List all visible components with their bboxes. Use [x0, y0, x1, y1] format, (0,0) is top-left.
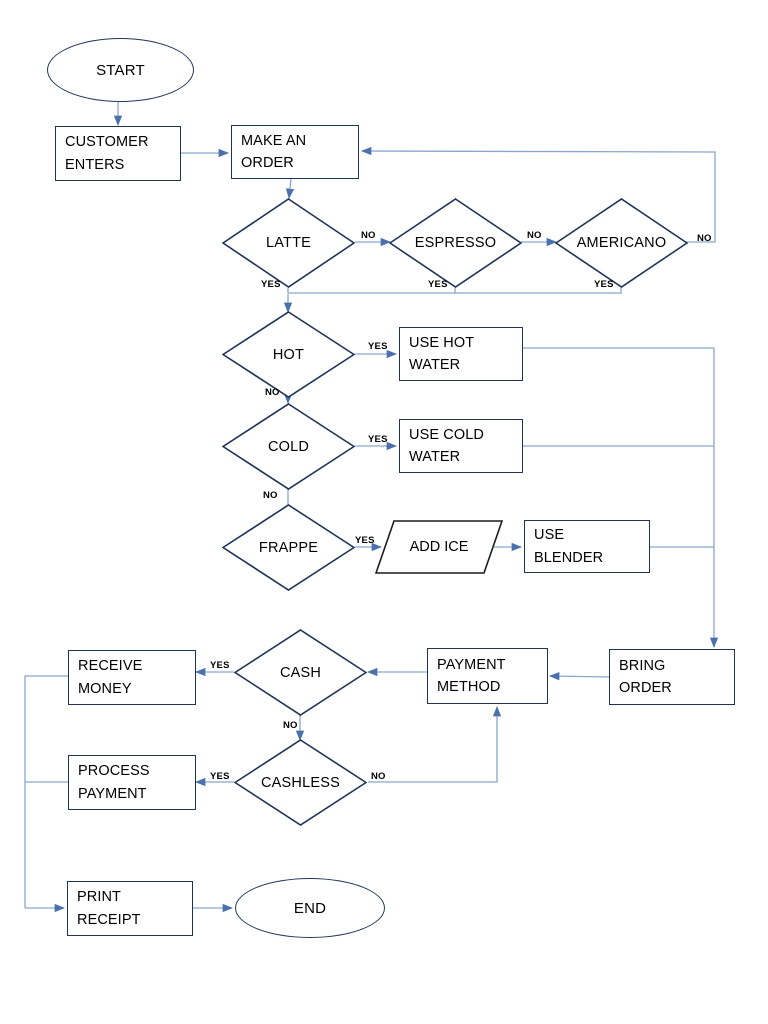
- node-latte[interactable]: LATTE: [222, 198, 355, 288]
- node-end-label: END: [293, 899, 327, 917]
- node-process-payment[interactable]: PROCESS PAYMENT: [68, 755, 196, 810]
- node-use-hot-water-label: USE HOT WATER: [409, 334, 475, 373]
- node-use-cold-water-label: USE COLD WATER: [409, 426, 484, 465]
- node-customer-enters[interactable]: CUSTOMER ENTERS: [55, 126, 181, 181]
- edge-label-americano-no: NO: [697, 233, 712, 244]
- node-start-label: START: [96, 61, 145, 79]
- edge-label-hot-no: NO: [265, 387, 280, 398]
- node-cold-label: COLD: [267, 438, 310, 455]
- node-cash[interactable]: CASH: [234, 629, 367, 716]
- node-frappe-label: FRAPPE: [258, 539, 319, 556]
- edge-label-cash-yes: YES: [210, 660, 230, 671]
- node-make-an-order-label: MAKE AN ORDER: [241, 132, 307, 171]
- node-payment-method-label: PAYMENT METHOD: [437, 656, 506, 695]
- edge-label-latte-yes: YES: [261, 279, 281, 290]
- edge-label-cold-yes: YES: [368, 434, 388, 445]
- node-hot-label: HOT: [272, 346, 305, 363]
- edge-label-cashless-yes: YES: [210, 771, 230, 782]
- node-cold[interactable]: COLD: [222, 403, 355, 490]
- edge-label-americano-yes: YES: [594, 279, 614, 290]
- node-bring-order[interactable]: BRING ORDER: [609, 649, 735, 705]
- edge-label-latte-no: NO: [361, 230, 376, 241]
- node-bring-order-label: BRING ORDER: [619, 657, 672, 696]
- node-cashless[interactable]: CASHLESS: [234, 739, 367, 826]
- node-americano[interactable]: AMERICANO: [555, 198, 688, 288]
- node-use-cold-water[interactable]: USE COLD WATER: [399, 419, 523, 473]
- parallelogram-shape: [375, 520, 503, 574]
- node-print-receipt-label: PRINT RECEIPT: [77, 889, 141, 928]
- node-customer-enters-label: CUSTOMER ENTERS: [65, 134, 149, 173]
- node-add-ice[interactable]: ADD ICE: [375, 520, 503, 574]
- node-espresso[interactable]: ESPRESSO: [389, 198, 522, 288]
- diamond-shape: [555, 198, 688, 288]
- node-receive-money-label: RECEIVE MONEY: [78, 658, 143, 697]
- node-espresso-label: ESPRESSO: [414, 235, 497, 251]
- node-add-ice-label: ADD ICE: [409, 539, 469, 555]
- diamond-shape: [222, 504, 355, 591]
- edge-label-espresso-yes: YES: [428, 279, 448, 290]
- diamond-shape: [234, 739, 367, 826]
- node-use-hot-water[interactable]: USE HOT WATER: [399, 327, 523, 381]
- node-print-receipt[interactable]: PRINT RECEIPT: [67, 881, 193, 936]
- node-latte-label: LATTE: [265, 235, 312, 251]
- node-hot[interactable]: HOT: [222, 311, 355, 398]
- node-frappe[interactable]: FRAPPE: [222, 504, 355, 591]
- node-process-payment-label: PROCESS PAYMENT: [78, 763, 150, 802]
- diamond-shape: [222, 198, 355, 288]
- diamond-shape: [389, 198, 522, 288]
- edge-label-espresso-no: NO: [527, 230, 542, 241]
- node-make-an-order[interactable]: MAKE AN ORDER: [231, 125, 359, 179]
- node-cashless-label: CASHLESS: [261, 774, 340, 791]
- node-start[interactable]: START: [47, 38, 194, 102]
- edge-label-frappe-yes: YES: [355, 535, 375, 546]
- node-use-blender[interactable]: USE BLENDER: [524, 520, 650, 573]
- node-cash-label: CASH: [279, 664, 322, 681]
- edge-label-cold-no: NO: [263, 490, 278, 501]
- edge-label-cashless-no: NO: [371, 771, 386, 782]
- node-end[interactable]: END: [235, 878, 385, 938]
- node-payment-method[interactable]: PAYMENT METHOD: [427, 648, 548, 704]
- edge-label-cash-no: NO: [283, 720, 298, 731]
- diamond-shape: [234, 629, 367, 716]
- node-americano-label: AMERICANO: [576, 235, 667, 251]
- node-receive-money[interactable]: RECEIVE MONEY: [68, 650, 196, 705]
- diamond-shape: [222, 311, 355, 398]
- node-use-blender-label: USE BLENDER: [534, 527, 604, 566]
- diamond-shape: [222, 403, 355, 490]
- edge-label-hot-yes: YES: [368, 341, 388, 352]
